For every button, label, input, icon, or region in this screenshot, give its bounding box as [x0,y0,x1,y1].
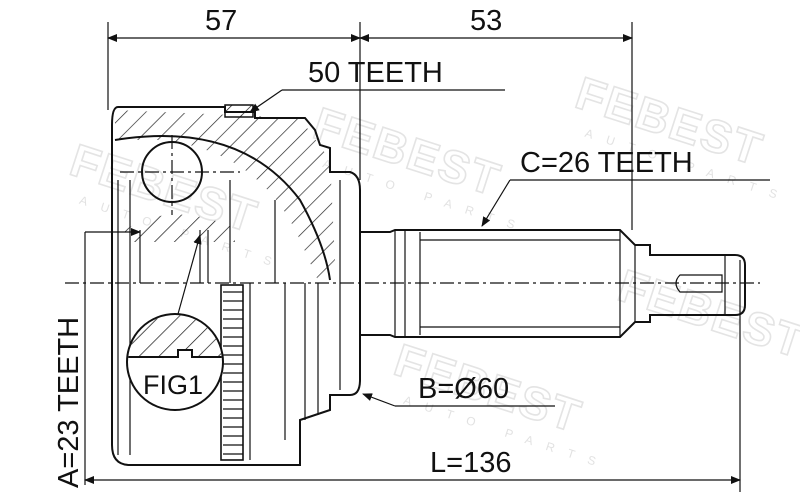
top-dimensions: 57 53 [107,5,633,230]
seal-diameter-label: B=Ø60 [418,373,509,405]
inner-spline-callout: A=23 TEETH [53,228,141,488]
total-length-dimension: L=136 [84,260,741,492]
fig1-detail: FIG1 [126,234,224,411]
outer-housing [111,104,361,466]
abs-teeth-label: 50 TEETH [308,57,443,89]
abs-teeth-callout: 50 TEETH [249,57,505,113]
dimension-53: 53 [470,5,502,37]
abs-ring [220,284,244,461]
seal-diameter-callout: B=Ø60 [362,373,555,407]
fig1-label: FIG1 [143,370,203,400]
inner-spline-label: A=23 TEETH [53,317,85,488]
outer-spline-label: C=26 TEETH [520,147,693,179]
outer-spline-callout: C=26 TEETH [481,147,770,227]
dimension-57: 57 [205,5,237,37]
total-length-label: L=136 [430,447,511,479]
